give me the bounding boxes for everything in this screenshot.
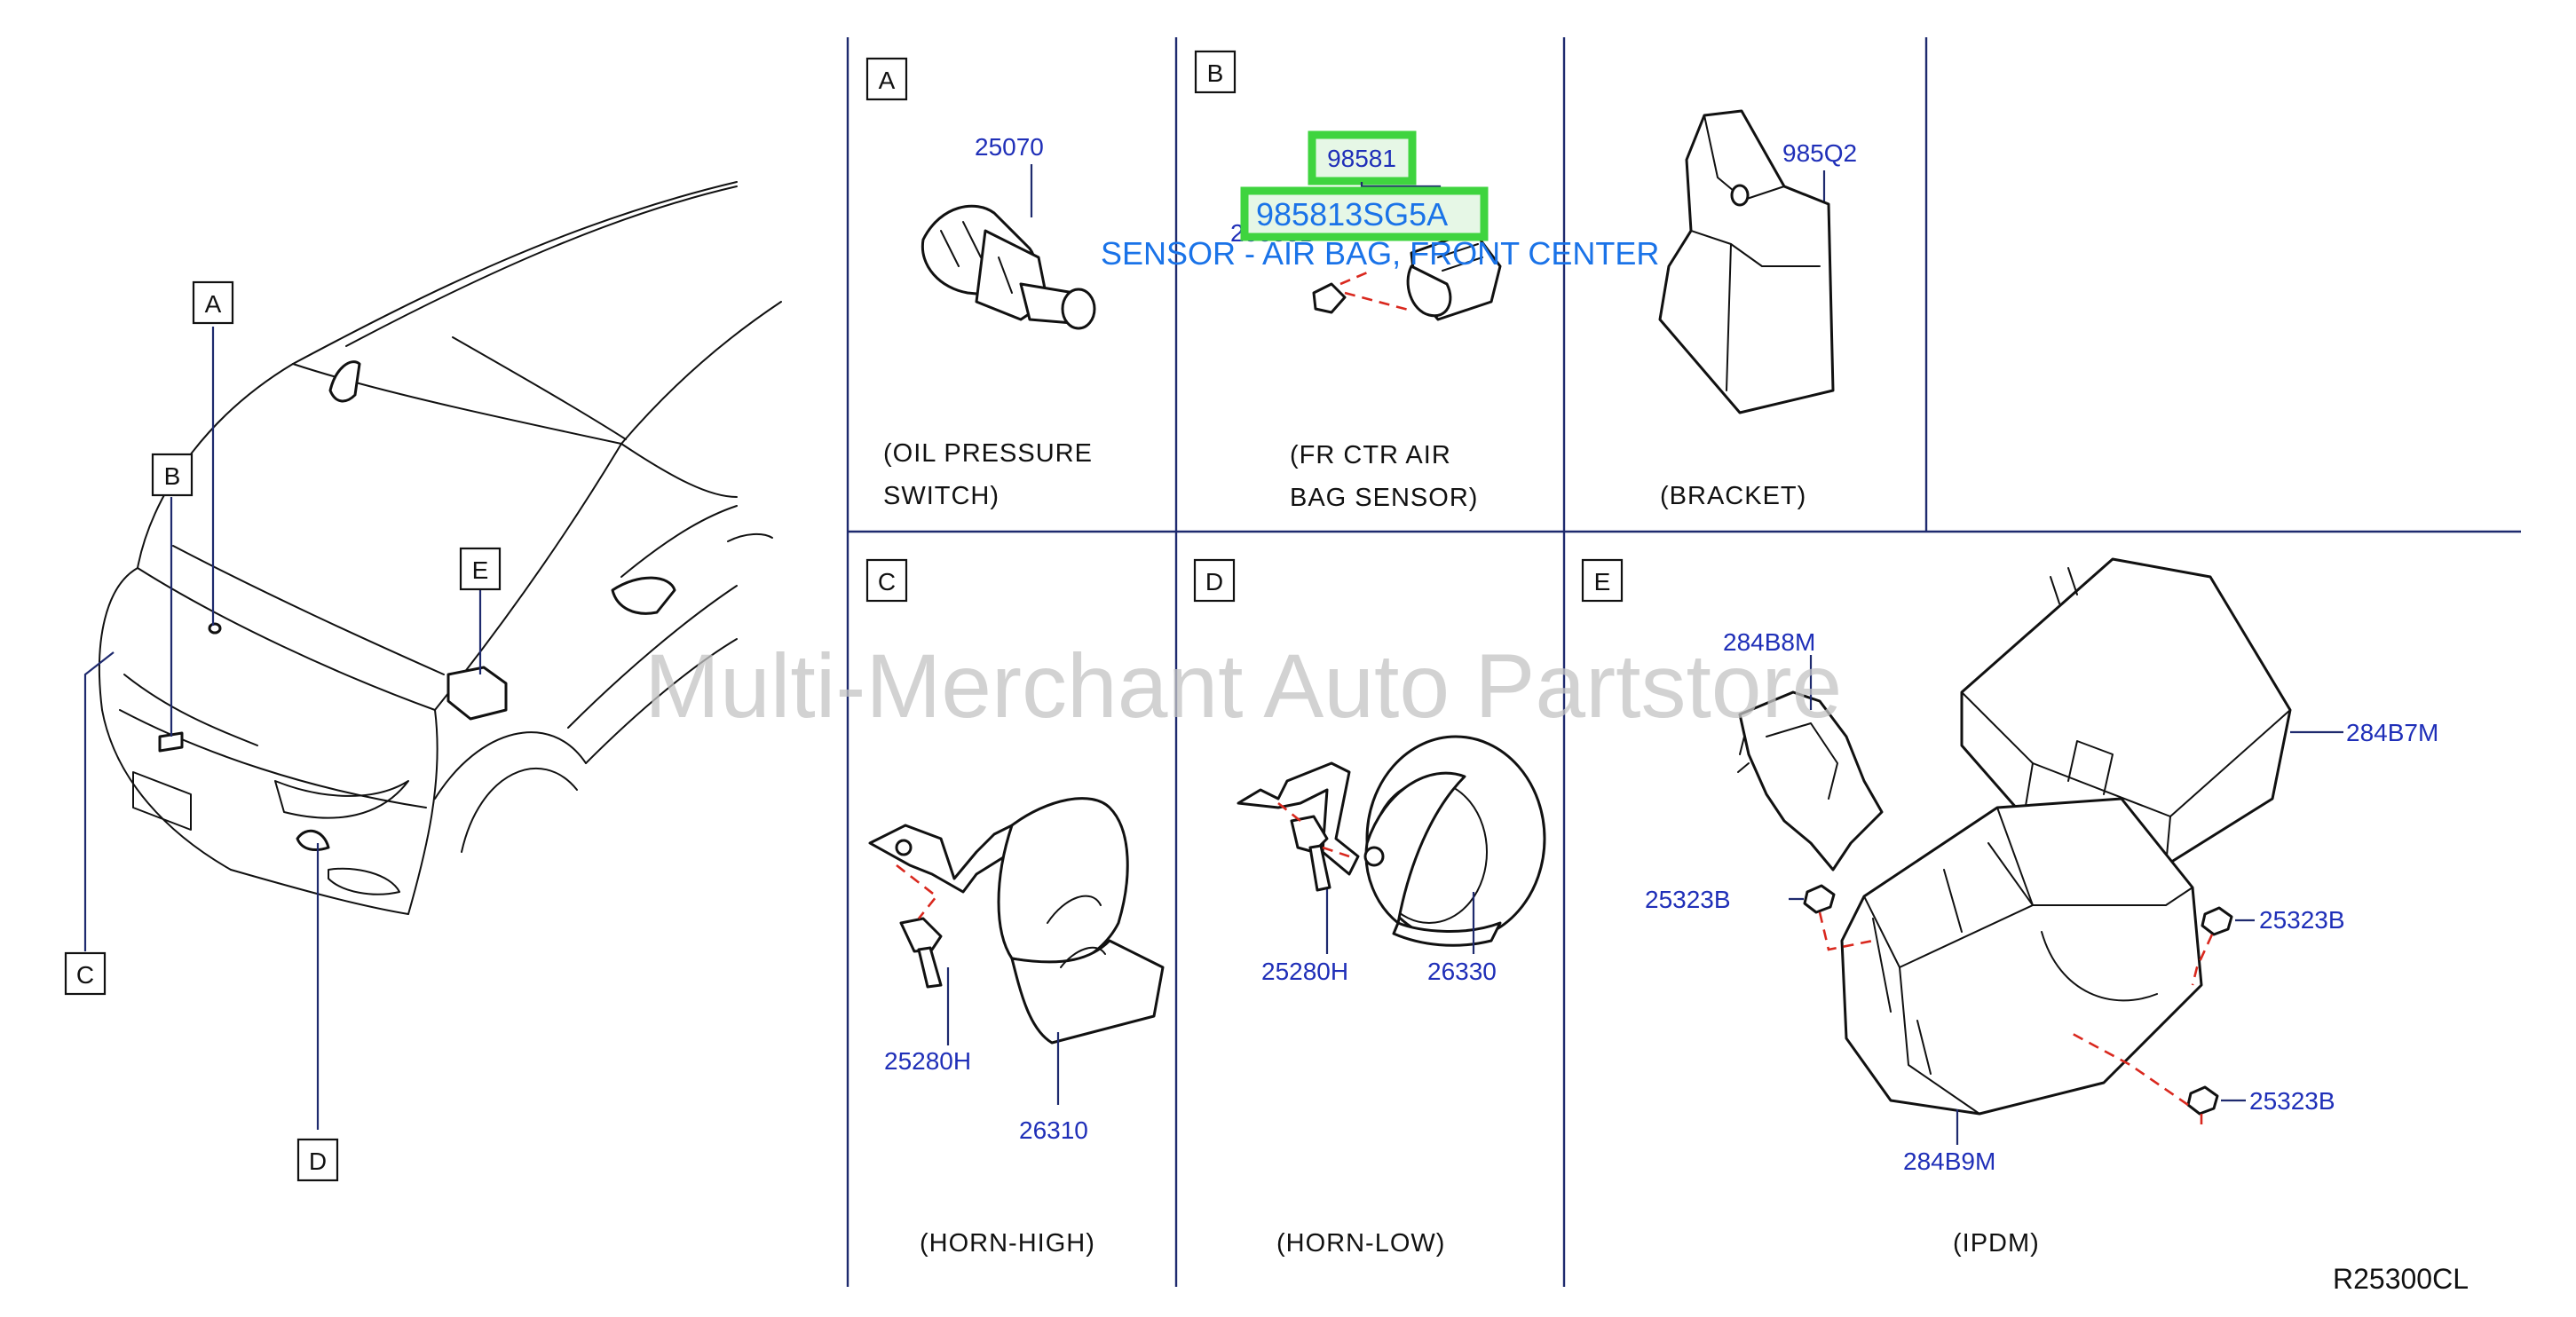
car-marker-a-label: A [205, 290, 222, 318]
panel-a-caption-line2: SWITCH) [883, 482, 1000, 510]
panel-c-caption: (HORN-HIGH) [920, 1229, 1095, 1258]
highlight-description: SENSOR - AIR BAG, FRONT CENTER [1101, 235, 1659, 272]
nut-left [1803, 884, 1874, 951]
panel-b: B 98581 25385B 985813SG5A SENSOR - AIR B… [1101, 50, 1659, 512]
highlight-part-number[interactable]: 985813SG5A [1256, 196, 1448, 233]
nut-right-lower [2072, 1032, 2219, 1127]
highlight-box-985813sg5a [1240, 186, 1489, 241]
bracket-drawing [1658, 109, 1835, 414]
part-number-284b9m[interactable]: 284B9M [1903, 1147, 1995, 1175]
highlight-box-98581 [1308, 130, 1417, 185]
car-marker-e: E [459, 547, 502, 591]
panel-d-caption: (HORN-LOW) [1276, 1229, 1445, 1258]
part-number-284b7m[interactable]: 284B7M [2346, 719, 2438, 746]
panel-d: D 25280H 26330 (HORN-LOW) [1193, 558, 1546, 1258]
part-number-26310[interactable]: 26310 [1019, 1116, 1088, 1144]
panel-a-caption-line1: (OIL PRESSURE [883, 439, 1093, 468]
car-marker-e-label: E [472, 556, 489, 584]
panel-d-letter: D [1205, 568, 1223, 595]
horn-low-drawing [1237, 735, 1546, 947]
nut-right-upper [2191, 906, 2233, 986]
car-leader-lines [83, 327, 482, 1130]
part-number-25280h-low[interactable]: 25280H [1261, 958, 1348, 985]
ipdm-bracket-drawing [1737, 690, 1884, 871]
part-number-25323b-right-lower[interactable]: 25323B [2249, 1087, 2335, 1115]
panel-e-caption: (IPDM) [1953, 1229, 2040, 1258]
diagram-code: R25300CL [2333, 1263, 2469, 1295]
car-marker-d: D [296, 1138, 339, 1182]
panel-grid [846, 37, 2521, 1287]
part-number-25323b-left[interactable]: 25323B [1645, 886, 1731, 913]
part-number-25323b-right-upper[interactable]: 25323B [2259, 906, 2345, 934]
car-marker-d-label: D [309, 1147, 327, 1175]
panel-a: A 25070 (OIL PRESSURE SWITCH) [865, 57, 1096, 510]
car-marker-c-label: C [76, 961, 94, 989]
panel-c: C 25280H 26310 (HORN-HIGH) [865, 558, 1165, 1258]
part-number-985q2[interactable]: 985Q2 [1782, 139, 1857, 167]
car-marker-c: C [64, 951, 107, 996]
car-marker-b: B [151, 453, 194, 497]
horn-high-drawing [868, 797, 1165, 1045]
oil-pressure-switch-drawing [921, 204, 1096, 330]
air-bag-sensor-drawing [1312, 229, 1502, 321]
panel-bracket-caption: (BRACKET) [1660, 482, 1806, 510]
panel-a-letter: A [879, 67, 896, 94]
panel-e-letter: E [1594, 568, 1611, 595]
panel-bracket: 985Q2 (BRACKET) [1658, 109, 1857, 510]
panel-b-letter: B [1207, 59, 1224, 87]
part-number-98581[interactable]: 98581 [1327, 145, 1396, 172]
car-marker-b-label: B [164, 462, 181, 490]
panel-b-caption-line1: (FR CTR AIR [1290, 441, 1451, 469]
part-number-284b8m[interactable]: 284B8M [1723, 628, 1815, 656]
ipdm-housing-drawing [1840, 797, 2203, 1116]
panel-c-letter: C [878, 568, 896, 595]
part-number-26330[interactable]: 26330 [1427, 958, 1497, 985]
panel-b-caption-line2: BAG SENSOR) [1290, 484, 1478, 512]
car-overview-illustration [98, 181, 782, 915]
part-number-25070[interactable]: 25070 [975, 133, 1044, 161]
watermark: Multi-Merchant Auto Partstore [644, 635, 1842, 737]
ipdm-cover-drawing [1960, 557, 2292, 867]
panel-e: E 284B7M 284B8M 284B [1581, 557, 2438, 1258]
car-marker-a: A [192, 280, 234, 325]
part-number-25280h-high[interactable]: 25280H [884, 1047, 971, 1075]
